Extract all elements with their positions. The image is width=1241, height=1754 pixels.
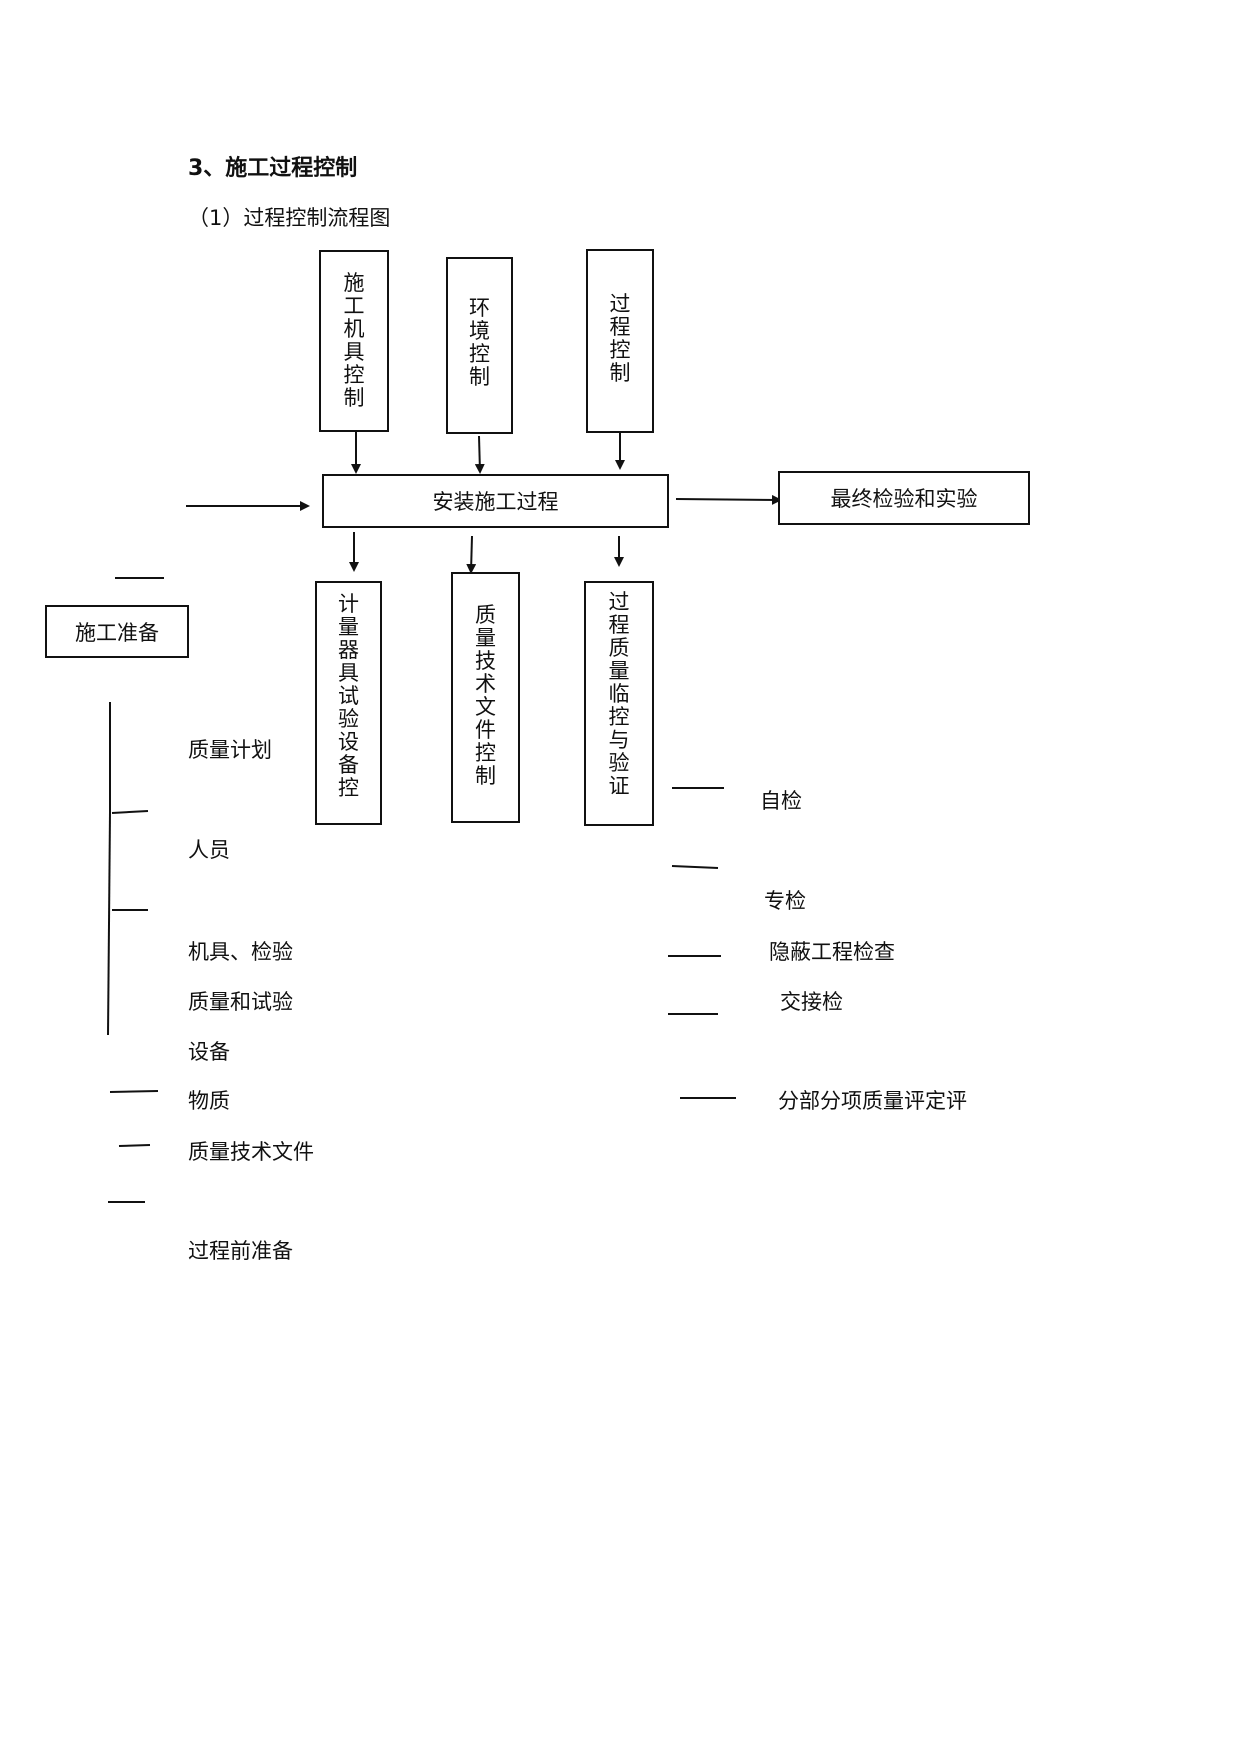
construction-prep-box: 施工准备: [45, 605, 189, 658]
right-item-self-check: 自检: [760, 789, 802, 813]
arrow-center-to-techdocs: [466, 535, 477, 574]
bracket-tick-3: [109, 1090, 159, 1093]
left-item-machinery-inspection: 机具、检验: [188, 940, 293, 964]
left-item-equipment: 设备: [188, 1040, 230, 1064]
left-item-quality-testing: 质量和试验: [188, 990, 293, 1014]
installation-process-box: 安装施工过程: [322, 474, 669, 528]
machinery-control-label: 施工机具控制: [343, 271, 365, 410]
arrow-center-to-final: [675, 494, 782, 505]
arrow-environment-to-center: [474, 435, 485, 474]
final-inspection-box: 最终检验和实验: [778, 471, 1030, 525]
bracket-vertical-lower: [107, 811, 111, 1036]
environment-control-label: 环境控制: [469, 296, 490, 389]
left-item-materials: 物质: [188, 1089, 230, 1113]
left-item-personnel: 人员: [188, 838, 230, 862]
left-item-quality-plan: 质量计划: [188, 738, 272, 762]
metering-equipment-box: 计量器具试验设备控: [315, 581, 382, 825]
tech-docs-control-label: 质量技术文件控制: [475, 603, 496, 788]
tech-docs-control-box: 质量技术文件控制: [451, 572, 520, 823]
right-item-concealed-works: 隐蔽工程检查: [769, 940, 895, 964]
left-item-pre-process-prep: 过程前准备: [188, 1239, 293, 1263]
section-heading: 3、施工过程控制: [188, 156, 358, 181]
process-control-box: 过程控制: [586, 249, 654, 433]
right-item-special-check: 专检: [764, 889, 806, 913]
bracket-tick-1: [111, 810, 149, 814]
right-item-handover-check: 交接检: [780, 990, 843, 1014]
process-control-label: 过程控制: [609, 292, 631, 385]
quality-verification-label: 过程质量临控与验证: [608, 590, 630, 798]
final-inspection-label: 最终检验和实验: [830, 487, 978, 511]
installation-process-label: 安装施工过程: [432, 490, 559, 514]
environment-control-box: 环境控制: [446, 257, 513, 434]
flowchart-subheading: （1）过程控制流程图: [188, 206, 391, 230]
left-item-tech-docs: 质量技术文件: [188, 1140, 314, 1164]
bracket-tick-4: [118, 1144, 151, 1147]
construction-prep-label: 施工准备: [75, 620, 159, 645]
right-item-quality-assessment: 分部分项质量评定评: [778, 1089, 967, 1113]
machinery-control-box: 施工机具控制: [319, 250, 389, 432]
right-dash-2: [671, 865, 719, 869]
metering-equipment-label: 计量器具试验设备控: [338, 592, 359, 800]
quality-verification-box: 过程质量临控与验证: [584, 581, 654, 826]
